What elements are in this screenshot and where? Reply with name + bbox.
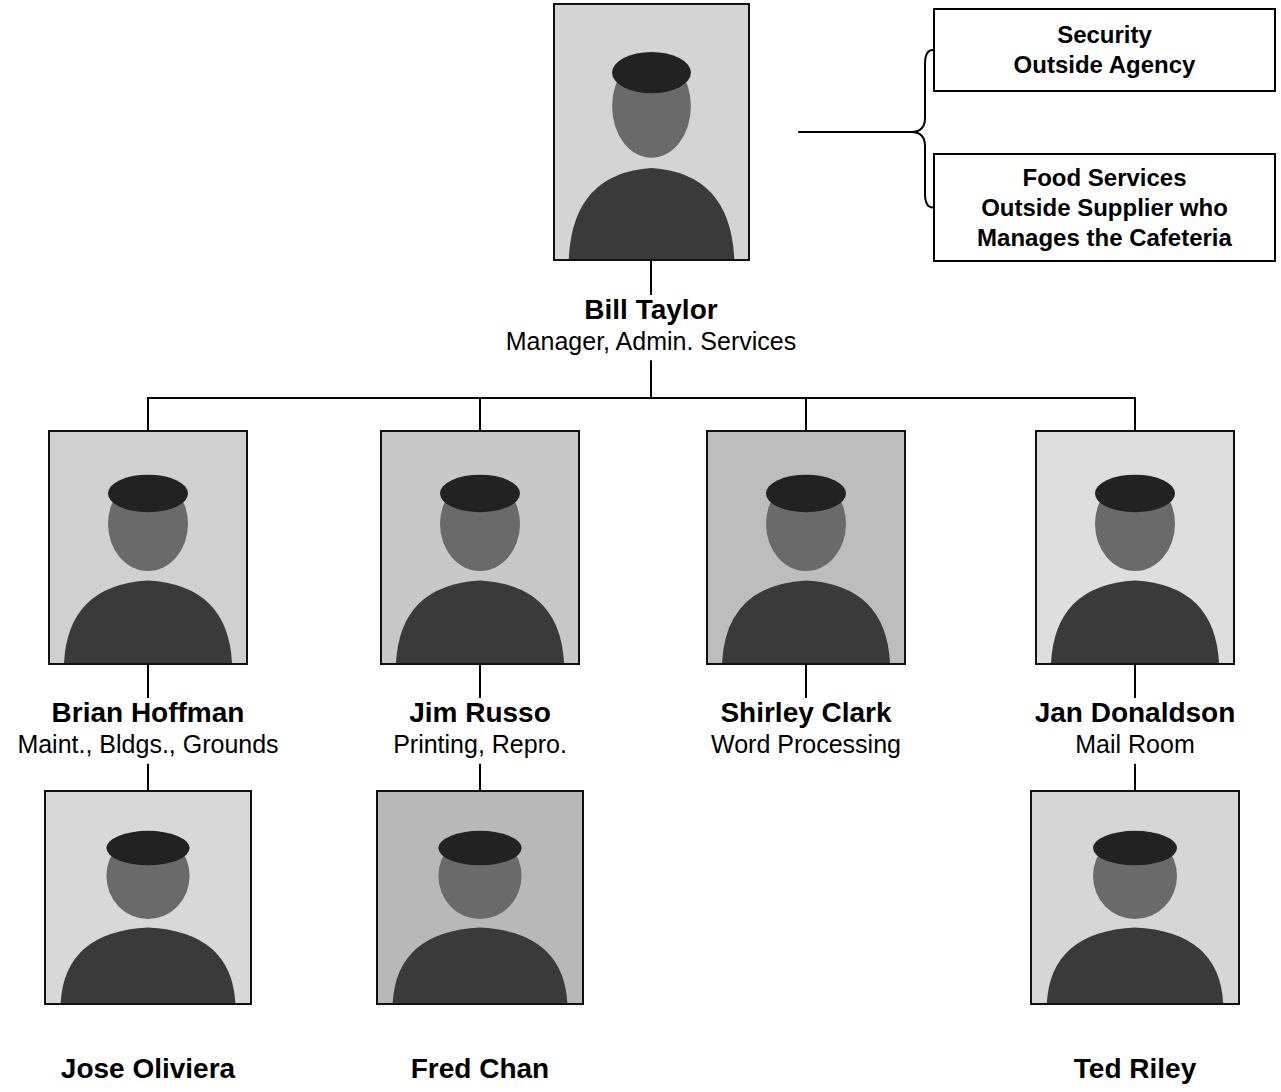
person-name: Jan Donaldson — [1035, 698, 1236, 729]
stub-line — [1134, 665, 1136, 698]
portrait-photo — [48, 430, 248, 665]
person-node: Jan DonaldsonMail Room — [1033, 430, 1238, 764]
person-node: Shirley ClarkWord Processing — [704, 430, 908, 764]
portrait-photo — [44, 790, 252, 1005]
portrait-photo — [706, 430, 906, 665]
spacer — [147, 1005, 149, 1054]
stub-line — [147, 665, 149, 698]
connector-line — [1134, 764, 1136, 790]
person-node: Jim RussoPrinting, Repro. — [378, 430, 582, 764]
stub-line — [479, 665, 481, 698]
person-node: Fred Chan — [374, 790, 586, 1090]
spacer — [479, 1005, 481, 1054]
connector-line — [480, 361, 651, 430]
stub-line — [805, 665, 807, 698]
person-node: Bill TaylorManager, Admin. Services — [504, 3, 799, 361]
connector-line — [651, 361, 806, 430]
portrait-photo — [380, 430, 580, 665]
person-name: Fred Chan — [411, 1054, 549, 1085]
spacer — [1134, 1005, 1136, 1054]
portrait-photo — [553, 3, 750, 261]
job-title: Printing, Repro. — [393, 729, 567, 759]
job-title: Maint., Bldgs., Grounds — [17, 729, 278, 759]
person-node: Ted Riley — [1028, 790, 1242, 1090]
job-title: Word Processing — [711, 729, 901, 759]
connector-line — [651, 361, 1135, 430]
person-name: Brian Hoffman — [52, 698, 245, 729]
box-body: Outside Supplier who Manages the Cafeter… — [955, 193, 1255, 253]
portrait-photo — [376, 790, 584, 1005]
portrait-photo — [1035, 430, 1235, 665]
person-node: Jose Oliviera — [42, 790, 254, 1090]
job-title: Manager, Admin. Services — [506, 326, 796, 356]
connector-line — [147, 764, 149, 790]
box-heading: Food Services — [1022, 163, 1186, 193]
service-box: Food ServicesOutside Supplier who Manage… — [933, 153, 1276, 262]
connector-line — [799, 50, 934, 132]
person-name: Jim Russo — [409, 698, 551, 729]
box-body: Outside Agency — [1014, 50, 1196, 80]
person-name: Shirley Clark — [720, 698, 891, 729]
connector-line — [479, 764, 481, 790]
person-name: Jose Oliviera — [61, 1054, 235, 1085]
portrait-photo — [1030, 790, 1240, 1005]
box-heading: Security — [1057, 20, 1152, 50]
service-box: SecurityOutside Agency — [933, 8, 1276, 92]
person-node: Brian HoffmanMaint., Bldgs., Grounds — [15, 430, 281, 764]
connector-line — [148, 361, 651, 430]
person-name: Bill Taylor — [584, 295, 717, 326]
person-name: Ted Riley — [1074, 1054, 1196, 1085]
connector-line — [799, 132, 934, 208]
stub-line — [650, 261, 652, 295]
job-title: Mail Room — [1075, 729, 1194, 759]
